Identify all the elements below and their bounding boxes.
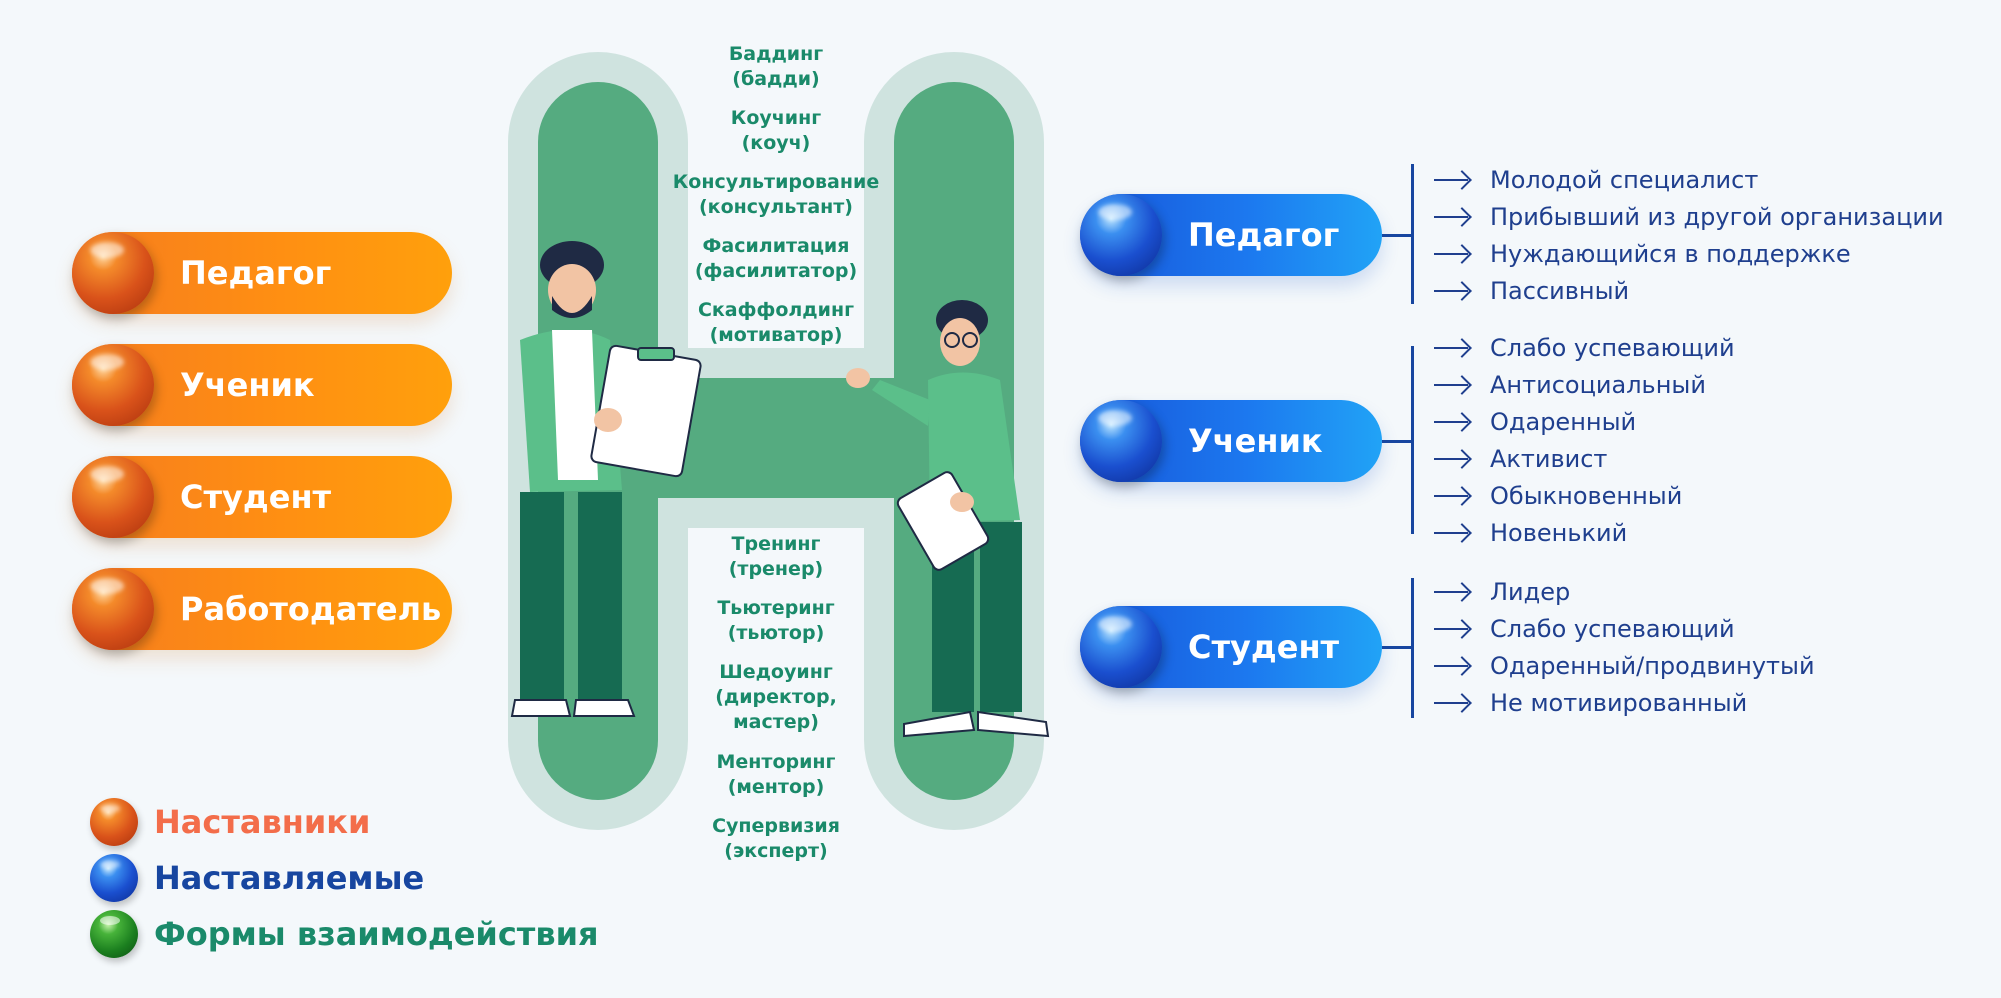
arrow-right-icon <box>1434 412 1472 432</box>
arrow-right-icon <box>1434 170 1472 190</box>
list-item: Антисоциальный <box>1434 368 1706 402</box>
blue-sphere-icon <box>90 854 138 902</box>
arrow-right-icon <box>1434 375 1472 395</box>
list-item: Активист <box>1434 442 1607 476</box>
orange-sphere-icon <box>72 568 154 650</box>
legend-forms: Формы взаимодействия <box>154 915 599 953</box>
bracket-line <box>1411 578 1414 718</box>
list-item: Одаренный/продвинутый <box>1434 649 1815 683</box>
mentee-pill-teacher: Педагог <box>1080 194 1382 276</box>
arrow-right-icon <box>1434 523 1472 543</box>
blue-sphere-icon <box>1080 400 1162 482</box>
mentor-label: Ученик <box>180 366 315 404</box>
mentor-mentee-illustration <box>510 241 1050 738</box>
arrow-right-icon <box>1434 244 1472 264</box>
orange-sphere-icon <box>90 798 138 846</box>
list-item: Обыкновенный <box>1434 479 1682 513</box>
form-item-training: Тренинг (тренер) <box>728 533 824 580</box>
form-item-coaching: Коучинг (коуч) <box>730 107 822 154</box>
list-item: Одаренный <box>1434 405 1636 439</box>
arrow-right-icon <box>1434 449 1472 469</box>
blue-sphere-icon <box>1080 606 1162 688</box>
form-item-scaffolding: Скаффолдинг (мотиватор) <box>697 299 855 346</box>
arrow-right-icon <box>1434 281 1472 301</box>
form-item-consulting: Консультирование (консультант) <box>672 171 880 218</box>
form-item-supervision: Супервизия (эксперт) <box>712 815 840 862</box>
mentor-pill-employer: Работодатель <box>72 568 452 650</box>
arrow-right-icon <box>1434 619 1472 639</box>
arrow-right-icon <box>1434 693 1472 713</box>
list-item: Молодой специалист <box>1434 163 1758 197</box>
orange-sphere-icon <box>72 456 154 538</box>
bracket-connector <box>1382 440 1412 443</box>
mentor-label: Педагог <box>180 254 332 292</box>
bracket-connector <box>1382 234 1412 237</box>
orange-sphere-icon <box>72 344 154 426</box>
orange-sphere-icon <box>72 232 154 314</box>
list-item: Слабо успевающий <box>1434 331 1735 365</box>
legend-mentors: Наставники <box>154 803 371 841</box>
list-item: Нуждающийся в поддержке <box>1434 237 1851 271</box>
mentee-label: Студент <box>1188 628 1340 666</box>
arrow-right-icon <box>1434 656 1472 676</box>
form-item-tutoring: Тьютеринг (тьютор) <box>717 597 835 644</box>
bracket-connector <box>1382 646 1412 649</box>
blue-sphere-icon <box>1080 194 1162 276</box>
form-item-shadowing: Шедоуинг (директор, мастер) <box>715 661 837 733</box>
mentee-label: Педагог <box>1188 216 1340 254</box>
list-item: Пассивный <box>1434 274 1629 308</box>
mentor-pill-pupil: Ученик <box>72 344 452 426</box>
mentee-pill-student: Студент <box>1080 606 1382 688</box>
bracket-line <box>1411 164 1414 304</box>
list-item: Слабо успевающий <box>1434 612 1735 646</box>
bracket-line <box>1411 346 1414 534</box>
mentor-label: Студент <box>180 478 332 516</box>
arrow-right-icon <box>1434 486 1472 506</box>
list-item: Прибывший из другой организации <box>1434 200 1944 234</box>
green-sphere-icon <box>90 910 138 958</box>
mentor-figure-icon <box>510 241 702 717</box>
list-item: Не мотивированный <box>1434 686 1747 720</box>
arrow-right-icon <box>1434 582 1472 602</box>
mentor-label: Работодатель <box>180 590 442 628</box>
mentee-label: Ученик <box>1188 422 1323 460</box>
list-item: Новенький <box>1434 516 1627 550</box>
list-item: Лидер <box>1434 575 1570 609</box>
mentee-figure-icon <box>846 300 1050 738</box>
mentee-pill-pupil: Ученик <box>1080 400 1382 482</box>
form-item-mentoring: Менторинг (ментор) <box>716 751 836 798</box>
form-item-budding: Баддинг (бадди) <box>728 43 824 90</box>
legend-mentees: Наставляемые <box>154 859 425 897</box>
mentor-pill-student: Студент <box>72 456 452 538</box>
arrow-right-icon <box>1434 338 1472 358</box>
mentor-pill-teacher: Педагог <box>72 232 452 314</box>
form-item-facilitation: Фасилитация (фасилитатор) <box>694 235 858 282</box>
arrow-right-icon <box>1434 207 1472 227</box>
